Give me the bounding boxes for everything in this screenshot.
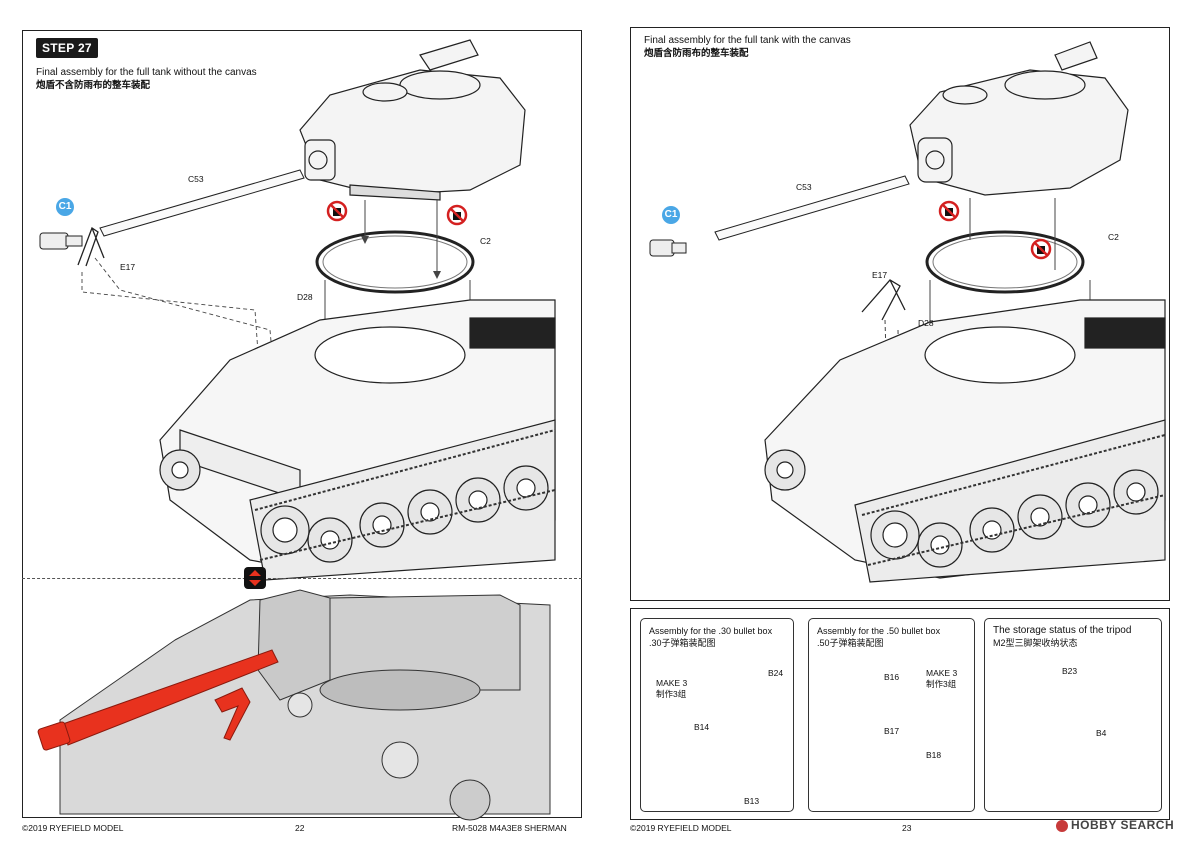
label-e17: E17	[120, 262, 136, 272]
turret-drawing	[299, 39, 526, 201]
make-count-50-cn: 制作3组	[926, 679, 957, 689]
bullet-box-50-title-cn: .50子弹箱装配图	[817, 638, 884, 648]
tripod-panel: The storage status of the tripod M2型三脚架收…	[984, 618, 1162, 812]
callout-c1: C1	[662, 206, 680, 224]
left-title: Final assembly for the full tank without…	[36, 66, 257, 92]
footer-copyright: ©2019 RYEFIELD MODEL	[22, 823, 124, 833]
bullet-box-30-title-cn: .30子弹箱装配图	[649, 638, 716, 648]
make-count-50: MAKE 3 制作3组	[926, 668, 957, 690]
make-count-30: MAKE 3 制作3组	[656, 678, 687, 700]
label-e17: E17	[872, 270, 888, 280]
turret-ring	[925, 230, 1085, 294]
footer-copyright: ©2019 RYEFIELD MODEL	[630, 823, 732, 833]
watermark-icon	[1056, 819, 1068, 832]
label-c53: C53	[188, 174, 204, 184]
muzzle-brake	[39, 232, 83, 250]
hull-drawing	[764, 299, 1166, 583]
label-b4: B4	[1096, 728, 1107, 738]
left-assembly-drawing	[37, 39, 556, 821]
tripod-title: The storage status of the tripod M2型三脚架收…	[993, 625, 1131, 649]
page-number: 23	[902, 823, 912, 833]
turret-ring	[315, 230, 475, 294]
swap-arrows-icon	[244, 567, 266, 589]
bullet-box-50-title: Assembly for the .50 bullet box .50子弹箱装配…	[817, 625, 940, 649]
watermark-text: HOBBY SEARCH	[1071, 818, 1175, 832]
left-page: STEP 27 Final assembly for the full tank…	[22, 30, 582, 833]
make-count-30-en: MAKE 3	[656, 678, 688, 688]
page-number: 22	[295, 823, 305, 833]
section-divider	[22, 578, 582, 579]
right-title-en: Final assembly for the full tank with th…	[644, 35, 851, 46]
bullet-box-50-panel: Assembly for the .50 bullet box .50子弹箱装配…	[808, 618, 975, 812]
bullet-box-30-panel: Assembly for the .30 bullet box .30子弹箱装配…	[640, 618, 794, 812]
road-wheels	[159, 449, 549, 563]
tripod-title-cn: M2型三脚架收纳状态	[993, 638, 1078, 648]
right-page: Final assembly for the full tank with th…	[600, 0, 1200, 845]
tripod-title-en: The storage status of the tripod	[993, 625, 1132, 636]
hull-drawing	[159, 299, 556, 581]
label-c53: C53	[796, 182, 812, 192]
label-b17: B17	[884, 726, 900, 736]
label-b13: B13	[744, 796, 760, 806]
label-b18: B18	[926, 750, 942, 760]
right-title: Final assembly for the full tank with th…	[644, 34, 851, 60]
turret-drawing	[909, 41, 1129, 196]
detail-drawing	[59, 589, 551, 821]
left-title-cn: 炮盾不含防雨布的整车装配	[36, 80, 151, 91]
bullet-box-30-title: Assembly for the .30 bullet box .30子弹箱装配…	[649, 625, 772, 649]
right-title-cn: 炮盾含防雨布的整车装配	[644, 48, 749, 59]
label-d28: D28	[918, 318, 934, 328]
label-d28: D28	[297, 292, 313, 302]
label-c2: C2	[480, 236, 491, 246]
bullet-box-50-title-en: Assembly for the .50 bullet box	[817, 626, 941, 636]
watermark: HOBBY SEARCH	[1056, 818, 1174, 832]
make-count-50-en: MAKE 3	[926, 668, 958, 678]
highlighted-barrel	[37, 649, 279, 751]
label-b24: B24	[768, 668, 784, 678]
label-b14: B14	[694, 722, 710, 732]
bullet-box-30-title-en: Assembly for the .30 bullet box	[649, 626, 773, 636]
label-b23: B23	[1062, 666, 1078, 676]
callout-c1: C1	[56, 198, 74, 216]
step-badge: STEP 27	[36, 38, 98, 58]
label-b16: B16	[884, 672, 900, 682]
footer-model: RM-5028 M4A3E8 SHERMAN	[452, 823, 567, 833]
make-count-30-cn: 制作3组	[656, 689, 687, 699]
label-c2: C2	[1108, 232, 1119, 242]
left-title-en: Final assembly for the full tank without…	[36, 67, 257, 78]
